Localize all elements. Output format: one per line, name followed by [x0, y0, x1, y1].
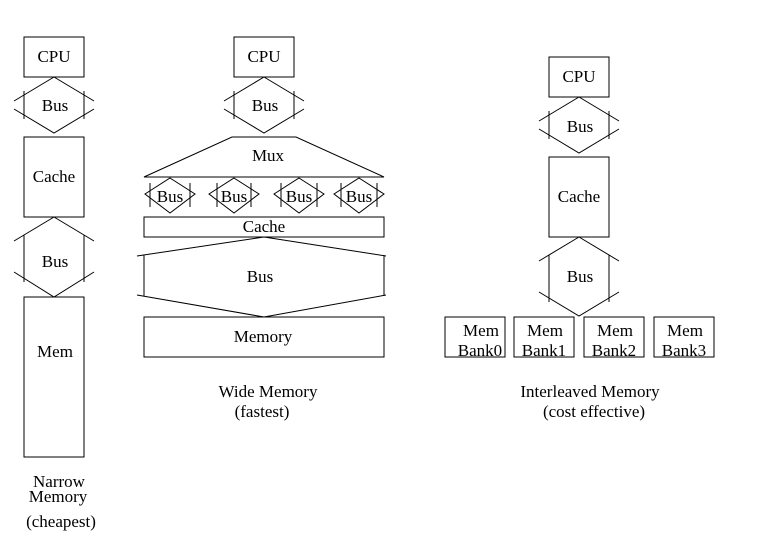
interleaved-memory-column: CPU Bus Cache Bus Mem Bank0 Mem Bank1 Me… — [444, 56, 715, 421]
wide-bus1-label: Bus — [252, 96, 278, 115]
wide-caption-line2: (fastest) — [235, 402, 290, 421]
wide-small-bus-label-2: Bus — [286, 187, 312, 206]
interleaved-bank-0 — [444, 316, 506, 358]
wide-bus1-shape — [223, 76, 305, 134]
wide-cpu-label: CPU — [247, 47, 280, 66]
narrow-bus1-shape — [13, 76, 95, 134]
narrow-cpu-label: CPU — [37, 47, 70, 66]
wide-cpu-box — [233, 36, 295, 78]
narrow-caption-line3: (cheapest) — [26, 512, 96, 531]
interleaved-cpu-label: CPU — [562, 67, 595, 86]
interleaved-bank-0-line1: Mem — [463, 321, 499, 340]
wide-cache-label: Cache — [243, 217, 285, 236]
interleaved-bank-2-line2: Bank2 — [592, 341, 636, 360]
interleaved-bank-2-line1: Mem — [597, 321, 633, 340]
interleaved-bank-0-line2: Bank0 — [458, 341, 502, 360]
interleaved-caption-line2: (cost effective) — [543, 402, 645, 421]
interleaved-bank-2 — [583, 316, 645, 358]
narrow-bus2-label: Bus — [42, 252, 68, 271]
wide-small-bus-3 — [333, 177, 385, 214]
wide-mux-label: Mux — [252, 146, 285, 165]
interleaved-bank-1-line1: Mem — [527, 321, 563, 340]
wide-small-bus-0 — [144, 177, 196, 214]
interleaved-bank-1-line2: Bank1 — [522, 341, 566, 360]
interleaved-bus2-shape — [538, 236, 620, 317]
wide-memory-box — [143, 316, 385, 358]
wide-small-bus-1 — [208, 177, 260, 214]
interleaved-bus2-label: Bus — [567, 267, 593, 286]
wide-small-bus-label-1: Bus — [221, 187, 247, 206]
narrow-mem-label: Mem — [37, 342, 73, 361]
wide-bus2-label: Bus — [247, 267, 273, 286]
interleaved-bus1-shape — [538, 96, 620, 154]
narrow-caption-line1: Narrow — [33, 472, 86, 491]
narrow-caption-line2: Memory — [29, 487, 88, 506]
wide-memory-label: Memory — [234, 327, 293, 346]
wide-small-bus-2 — [273, 177, 325, 214]
narrow-memory-column: CPU Bus Cache Bus Mem Narrow Memory (che… — [13, 36, 96, 531]
interleaved-caption-line1: Interleaved Memory — [520, 382, 660, 401]
interleaved-cache-box — [548, 156, 610, 238]
wide-small-bus-label-3: Bus — [346, 187, 372, 206]
interleaved-bank-3 — [653, 316, 715, 358]
narrow-bus1-label: Bus — [42, 96, 68, 115]
interleaved-bus1-label: Bus — [567, 117, 593, 136]
interleaved-bank-1 — [513, 316, 575, 358]
wide-memory-column: CPU Bus Mux Bus Bus Bus Bus — [136, 36, 387, 421]
narrow-cpu-box — [23, 36, 85, 78]
narrow-mem-box — [23, 296, 85, 458]
wide-small-bus-label-0: Bus — [157, 187, 183, 206]
narrow-cache-label: Cache — [33, 167, 75, 186]
wide-mux-shape — [143, 136, 385, 178]
interleaved-bank-3-line1: Mem — [667, 321, 703, 340]
interleaved-bank-3-line2: Bank3 — [662, 341, 706, 360]
interleaved-cache-label: Cache — [558, 187, 600, 206]
wide-caption-line1: Wide Memory — [219, 382, 318, 401]
